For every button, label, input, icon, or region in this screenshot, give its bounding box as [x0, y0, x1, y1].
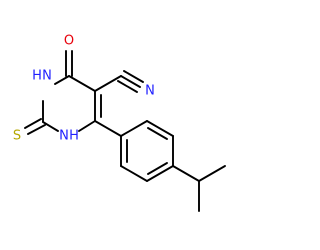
bond-ph-inner-1 — [147, 127, 168, 140]
bond-c2-s-a — [24, 118, 42, 129]
atom-label-n-nitrile: N — [145, 84, 155, 99]
molecule-canvas: O N H N N H S — [12, 33, 226, 212]
bond-n1-c2 — [42, 121, 59, 132]
bond-ipr-me1 — [198, 165, 226, 182]
bond-c6-n1 — [78, 120, 96, 132]
bond-ph2-ph3 — [146, 120, 174, 137]
bond-ph1-ph2 — [120, 120, 148, 137]
bond-c6-phenyl — [94, 120, 122, 137]
bond-c5-cn — [94, 75, 122, 92]
bond-ph5-ph6 — [120, 165, 148, 182]
bond-n3-c4 — [54, 75, 70, 85]
atom-label-n1: N — [59, 129, 69, 144]
atom-label-h-n3: H — [32, 69, 42, 84]
bond-cn-triple-c — [117, 80, 138, 93]
atom-label-o: O — [64, 34, 74, 49]
atom-label-n3: N — [42, 69, 52, 84]
bond-ph-inner-2 — [147, 162, 168, 175]
bond-cn-triple-b — [123, 70, 144, 83]
bond-c2-s-b — [27, 124, 46, 135]
bond-c4-c5 — [68, 75, 96, 92]
bond-cn-triple-a — [120, 75, 141, 88]
structure-drawing: O N H N N H S — [13, 34, 226, 212]
bond-ph4-ph5 — [146, 165, 174, 182]
atom-label-s: S — [13, 129, 21, 144]
bond-ph4-ipr — [172, 165, 200, 182]
atom-label-h-n1: H — [69, 129, 79, 144]
